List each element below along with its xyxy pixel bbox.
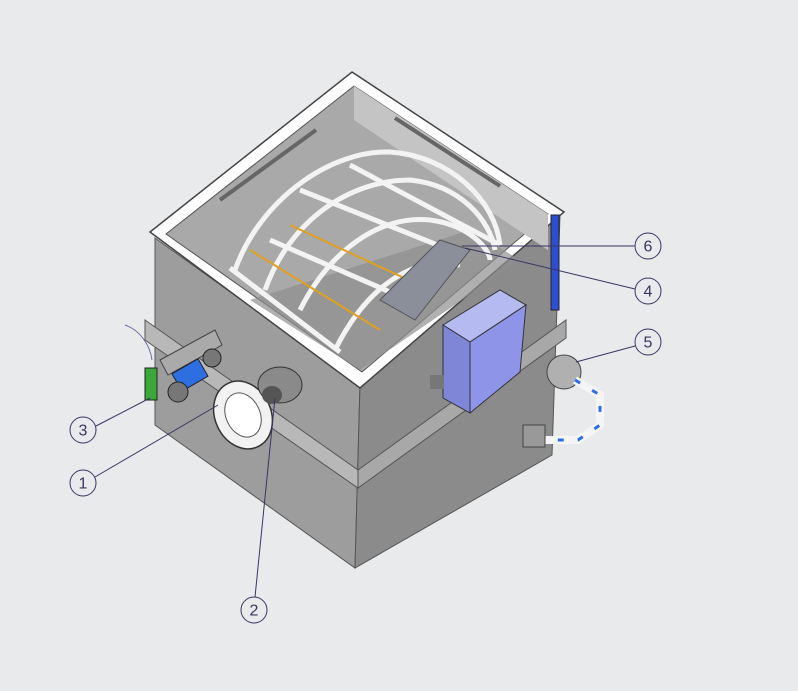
leader-3 <box>95 397 151 427</box>
vertical-blue-pipe <box>550 214 560 311</box>
svg-text:4: 4 <box>644 284 653 301</box>
svg-text:2: 2 <box>250 603 259 620</box>
pump-housing <box>546 354 582 390</box>
leader-4 <box>464 247 636 290</box>
leader-2 <box>254 397 276 598</box>
tank-interior-back <box>354 86 548 250</box>
balloon-2: 2 <box>240 596 268 624</box>
leader-5 <box>575 345 636 363</box>
rim-slot-right <box>393 116 502 188</box>
right-piping <box>540 376 604 444</box>
balloon-4: 4 <box>634 277 662 305</box>
leader-1 <box>94 404 219 478</box>
valve-right <box>522 424 546 448</box>
inlet-flange <box>212 380 274 450</box>
left-fitting-assembly <box>124 324 223 403</box>
svg-text:3: 3 <box>79 423 88 440</box>
pipe-coupling <box>257 366 303 404</box>
svg-text:5: 5 <box>644 335 653 352</box>
balloon-5: 5 <box>634 328 662 356</box>
leader-lines <box>94 245 636 598</box>
balloon-3: 3 <box>69 416 97 444</box>
svg-text:6: 6 <box>644 239 653 256</box>
rim-slot-left <box>218 128 318 202</box>
balloon-6: 6 <box>634 232 662 260</box>
motor-box <box>430 289 527 415</box>
balloon-1: 1 <box>69 469 97 497</box>
svg-text:1: 1 <box>79 476 88 493</box>
inner-trough <box>379 239 471 321</box>
